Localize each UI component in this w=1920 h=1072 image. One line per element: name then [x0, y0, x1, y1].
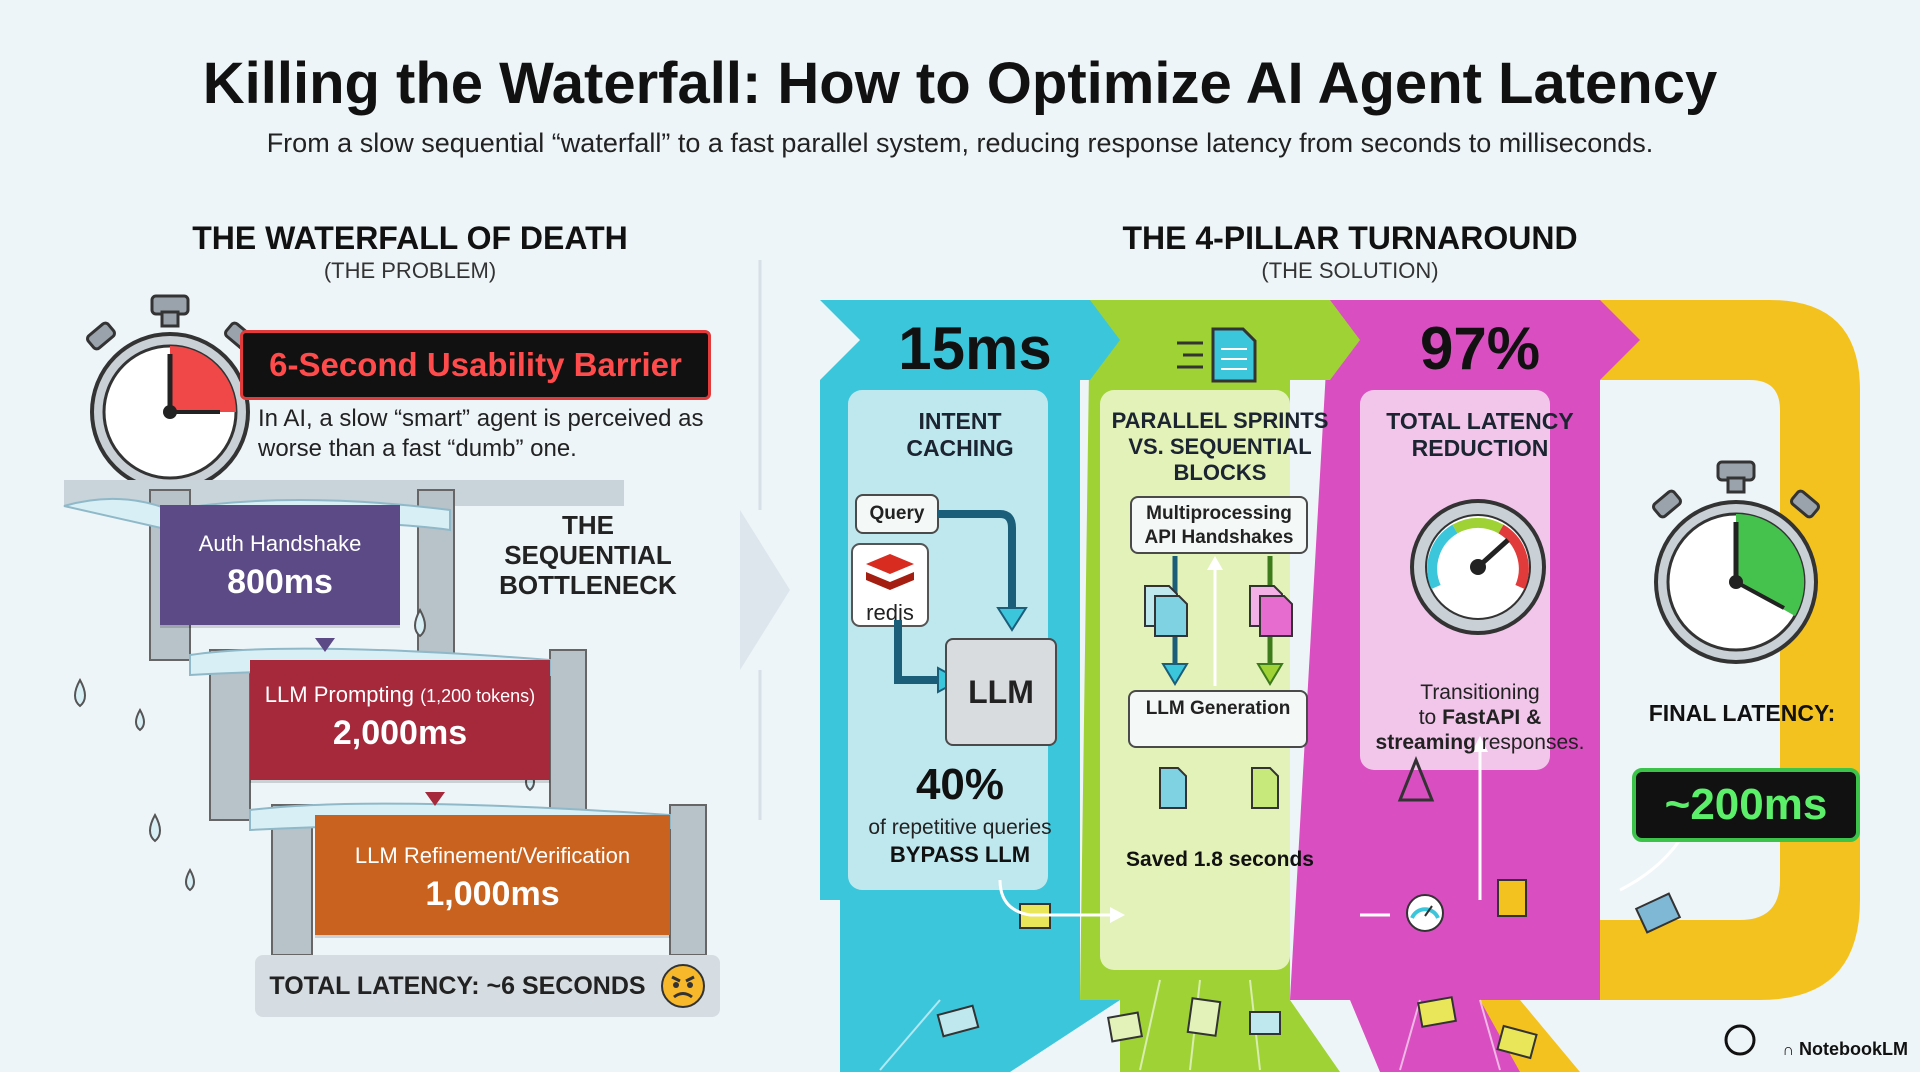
reduction-title: TOTAL LATENCY REDUCTION — [1386, 408, 1574, 461]
step-auth-handshake: Auth Handshake 800ms — [160, 505, 400, 625]
problem-title: THE WATERFALL OF DEATH — [192, 220, 628, 256]
step-llm-prompting: LLM Prompting (1,200 tokens) 2,000ms — [250, 660, 550, 780]
bypass-stat-emphasis: BYPASS LLM — [889, 842, 1031, 867]
llm-generation-box: LLM Generation — [1128, 690, 1308, 748]
step-detail: (1,200 tokens) — [420, 686, 536, 706]
total-latency-text: TOTAL LATENCY: ~6 SECONDS — [269, 971, 646, 1000]
multiprocessing-box: Multiprocessing API Handshakes — [1130, 496, 1308, 554]
transition-line-1: Transitioning — [1420, 681, 1540, 704]
barrier-description: In AI, a slow “smart” agent is perceived… — [258, 405, 704, 462]
step-llm-refinement: LLM Refinement/Verification 1,000ms — [315, 815, 670, 935]
document-speed-icon — [1177, 327, 1257, 383]
output-docs-icon — [1159, 767, 1279, 809]
parallel-flow-graphic — [1144, 556, 1293, 686]
final-latency-label: FINAL LATENCY: — [1648, 700, 1836, 726]
redis-icon — [851, 543, 929, 627]
redis-label: redis — [866, 600, 914, 625]
bottleneck-label: THE SEQUENTIAL BOTTLENECK — [499, 510, 677, 600]
speedometer-icon — [1410, 499, 1546, 635]
step-value: 2,000ms — [332, 714, 468, 752]
transition-line-2-bold: FastAPI & — [1442, 706, 1542, 729]
angry-face-icon — [660, 964, 705, 1008]
step-label: LLM Prompting — [264, 682, 414, 707]
reduction-metric: 97% — [1419, 315, 1541, 382]
transition-line-2-prefix: to — [1418, 706, 1443, 729]
brand-text: NotebookLM — [1799, 1039, 1908, 1059]
bypass-stat-value: 40% — [915, 760, 1005, 809]
step-label: LLM Refinement/Verification — [354, 843, 631, 868]
llm-box: LLM — [945, 638, 1057, 746]
brand-label: ∩ NotebookLM — [1782, 1039, 1908, 1060]
transition-line-3-suffix: responses. — [1475, 731, 1585, 754]
query-box: Query — [855, 494, 939, 534]
page-title: Killing the Waterfall: How to Optimize A… — [202, 51, 1718, 116]
bypass-stat-text: of repetitive queries — [868, 816, 1052, 839]
caching-title: INTENT CACHING — [906, 408, 1014, 461]
step-value: 800ms — [227, 563, 333, 601]
transition-note: Transitioning to FastAPI & streaming res… — [1365, 680, 1595, 755]
step-label: Auth Handshake — [198, 531, 362, 556]
solution-subtitle: (THE SOLUTION) — [1261, 258, 1439, 283]
final-latency-value: ~200ms — [1632, 768, 1860, 842]
parallel-title: PARALLEL SPRINTS VS. SEQUENTIAL BLOCKS — [1111, 408, 1329, 485]
problem-subtitle: (THE PROBLEM) — [323, 258, 497, 283]
solution-title: THE 4-PILLAR TURNAROUND — [1122, 220, 1578, 256]
green-stopwatch-icon — [1652, 460, 1820, 664]
total-latency-bar: TOTAL LATENCY: ~6 SECONDS — [255, 955, 720, 1017]
step-value: 1,000ms — [425, 875, 560, 913]
section-divider — [740, 260, 790, 820]
brand-logo-icon: ∩ — [1782, 1042, 1794, 1059]
page-subtitle: From a slow sequential “waterfall” to a … — [266, 128, 1654, 158]
saved-seconds-label: Saved 1.8 seconds — [1126, 848, 1314, 871]
caching-metric: 15ms — [898, 315, 1052, 382]
transition-line-3-bold: streaming — [1375, 731, 1476, 754]
usability-barrier-badge: 6-Second Usability Barrier — [240, 330, 711, 400]
